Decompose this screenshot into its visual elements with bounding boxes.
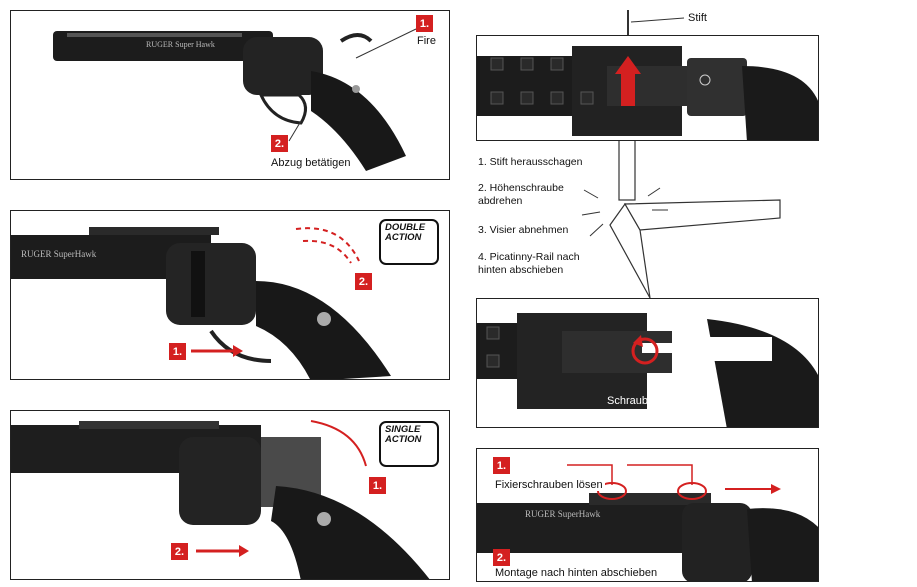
single-action-icon: SINGLE ACTION bbox=[379, 421, 439, 467]
step-badge-trigger: 2. bbox=[171, 543, 188, 560]
step-badge-hammer: 1. bbox=[369, 477, 386, 494]
instruction-2: 2. Höhenschraube abdrehen bbox=[478, 182, 564, 207]
panel-pin-removal bbox=[476, 35, 819, 141]
step-badge-hammer: 2. bbox=[355, 273, 372, 290]
panel-double-action: RUGER SuperHawk DOUBLE ACTION 2. 1. bbox=[10, 210, 450, 380]
panel-screw-removal: Schraube abdrehen bbox=[476, 298, 819, 428]
instruction-1: 1. Stift herausschagen bbox=[478, 156, 583, 168]
trigger-label: Abzug betätigen bbox=[271, 157, 351, 169]
panel-single-action: SINGLE ACTION 1. 2. bbox=[10, 410, 450, 580]
rail-screw-view bbox=[477, 313, 818, 427]
instruction-4: 4. Picatinny-Rail nach hinten abschieben bbox=[478, 251, 580, 276]
panel-fire-trigger: RUGER Super Hawk 1. Fire 2. Abzug betäti… bbox=[10, 10, 450, 180]
mode-label: SINGLE ACTION bbox=[385, 424, 422, 445]
step-badge-fire: 1. bbox=[416, 15, 433, 32]
instruction-3: 3. Visier abnehmen bbox=[478, 224, 569, 236]
fire-label: Fire bbox=[417, 35, 436, 47]
step-badge-slide: 2. bbox=[493, 549, 510, 566]
step-badge-screws: 1. bbox=[493, 457, 510, 474]
screw-label: Schraube abdrehen bbox=[607, 395, 704, 407]
barrel-engraving: RUGER SuperHawk bbox=[525, 509, 601, 519]
screws-label: Fixierschrauben lösen bbox=[493, 479, 605, 491]
mode-label: DOUBLE ACTION bbox=[385, 222, 426, 243]
barrel-engraving: RUGER Super Hawk bbox=[146, 40, 215, 49]
panel-mount-removal: RUGER SuperHawk 1. Fixierschrauben lösen… bbox=[476, 448, 819, 582]
double-action-icon: DOUBLE ACTION bbox=[379, 219, 439, 265]
revolver-double-action-illustration bbox=[11, 227, 391, 379]
rail-mount-illustration bbox=[477, 464, 818, 581]
rail-top-view bbox=[477, 46, 818, 140]
step-badge-trigger: 1. bbox=[169, 343, 186, 360]
stift-label: Stift bbox=[688, 12, 707, 24]
revolver-side-illustration bbox=[53, 28, 417, 171]
slide-label: Montage nach hinten abschieben bbox=[493, 567, 660, 579]
step-badge-trigger: 2. bbox=[271, 135, 288, 152]
revolver-single-action-illustration bbox=[11, 420, 430, 579]
barrel-engraving: RUGER SuperHawk bbox=[21, 249, 97, 259]
